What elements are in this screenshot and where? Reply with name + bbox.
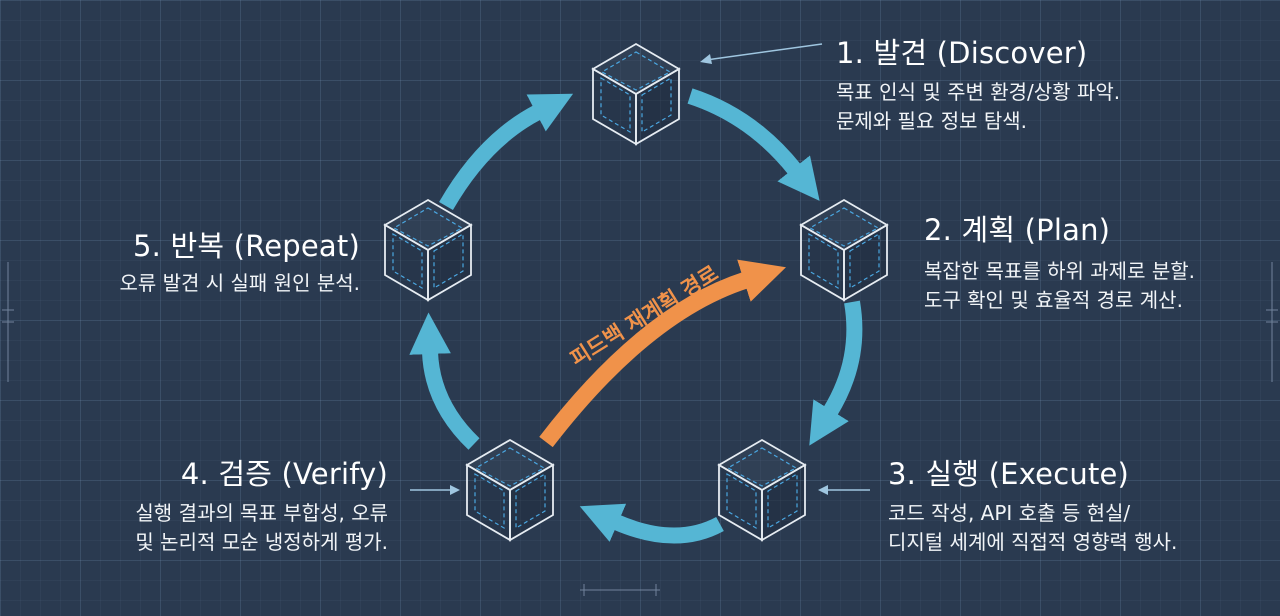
cube-verify-icon xyxy=(466,439,554,541)
stage-desc-line: 디지털 세계에 직접적 영향력 행사. xyxy=(888,530,1178,554)
stage-desc-line: 문제와 필요 정보 탐색. xyxy=(836,109,1028,133)
stage-desc-line: 복잡한 목표를 하위 과제로 분할. xyxy=(924,259,1195,283)
pointer-discover xyxy=(705,43,823,61)
stage-description: 실행 결과의 목표 부합성, 오류 및 논리적 모순 냉정하게 평가. xyxy=(135,499,388,557)
cube-plan-icon xyxy=(800,199,888,301)
stage-description: 코드 작성, API 호출 등 현실/ 디지털 세계에 직접적 영향력 행사. xyxy=(888,499,1177,557)
arrow-plan-to-execute xyxy=(809,300,863,446)
pointer-discover-tip xyxy=(700,54,712,64)
stage-desc-line: 실행 결과의 목표 부합성, 오류 xyxy=(135,501,388,525)
stage-execute: 3. 실행 (Execute) 코드 작성, API 호출 등 현실/ 디지털 … xyxy=(888,451,1177,557)
stage-plan: 2. 계획 (Plan) 복잡한 목표를 하위 과제로 분할. 도구 확인 및 … xyxy=(924,207,1195,315)
pointer-execute-tip xyxy=(818,485,828,495)
stage-title: 4. 검증 (Verify) xyxy=(180,457,388,491)
stage-desc-line: 및 논리적 모순 냉정하게 평가. xyxy=(135,530,388,554)
cube-discover-icon xyxy=(592,43,680,145)
arrow-execute-to-verify xyxy=(579,503,724,544)
stage-verify: 4. 검증 (Verify) 실행 결과의 목표 부합성, 오류 및 논리적 모… xyxy=(135,451,388,557)
cube-repeat-icon xyxy=(384,199,472,301)
stage-title: 5. 반복 (Repeat) xyxy=(133,229,360,263)
arrow-discover-to-plan xyxy=(687,88,820,201)
stage-title: 2. 계획 (Plan) xyxy=(924,213,1111,247)
stage-discover: 1. 발견 (Discover) 목표 인식 및 주변 환경/상황 파악. 문제… xyxy=(836,30,1120,136)
arrow-repeat-to-discover xyxy=(439,93,574,210)
feedback-label: 피드백 재계획 경로 xyxy=(566,261,722,371)
stage-desc-line: 코드 작성, API 호출 등 현실/ xyxy=(888,501,1131,525)
stage-description: 오류 발견 시 실패 원인 분석. xyxy=(119,269,360,298)
stage-description: 목표 인식 및 주변 환경/상황 파악. 문제와 필요 정보 탐색. xyxy=(836,78,1120,136)
stage-desc-line: 목표 인식 및 주변 환경/상황 파악. xyxy=(836,80,1121,104)
pointer-verify-tip xyxy=(450,485,460,495)
cube-execute-icon xyxy=(718,439,806,541)
stage-repeat: 5. 반복 (Repeat) 오류 발견 시 실패 원인 분석. xyxy=(119,223,360,298)
stage-title: 3. 실행 (Execute) xyxy=(888,457,1130,491)
stage-title: 1. 발견 (Discover) xyxy=(836,36,1088,70)
edge-ruler-marks xyxy=(2,262,1278,596)
stage-desc-line: 오류 발견 시 실패 원인 분석. xyxy=(119,271,360,295)
stage-desc-line: 도구 확인 및 효율적 경로 계산. xyxy=(924,288,1183,312)
stage-description: 복잡한 목표를 하위 과제로 분할. 도구 확인 및 효율적 경로 계산. xyxy=(924,257,1195,315)
arrow-verify-to-repeat xyxy=(409,312,480,450)
feedback-arrow xyxy=(539,259,786,448)
